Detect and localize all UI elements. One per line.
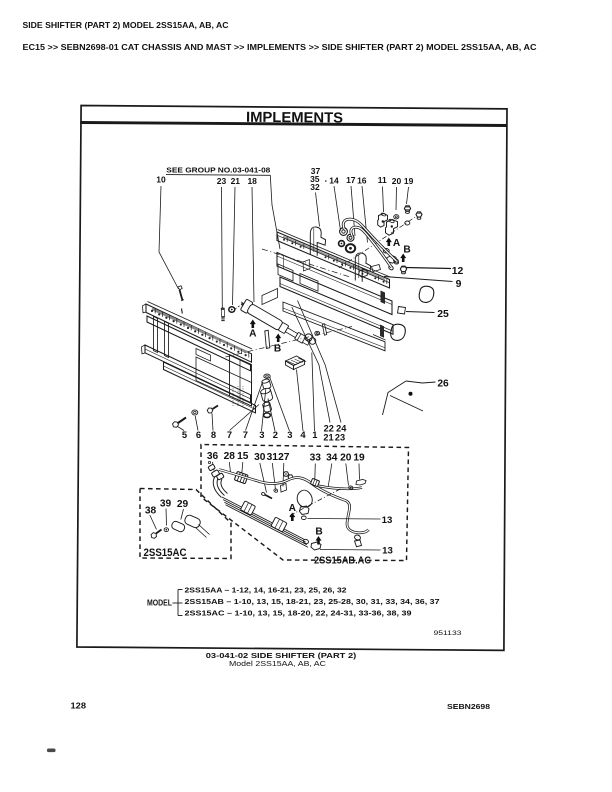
svg-text:7: 7 bbox=[243, 429, 248, 440]
svg-text:6: 6 bbox=[196, 429, 201, 440]
svg-text:2SS15AC: 2SS15AC bbox=[144, 547, 187, 559]
svg-text:13: 13 bbox=[382, 515, 393, 526]
svg-text:18: 18 bbox=[247, 176, 257, 186]
svg-text:20: 20 bbox=[340, 453, 352, 464]
svg-text:30: 30 bbox=[254, 452, 266, 463]
svg-text:9: 9 bbox=[456, 279, 462, 290]
svg-text:2SS15AB.AC: 2SS15AB.AC bbox=[314, 556, 371, 567]
svg-text:33: 33 bbox=[310, 453, 322, 464]
svg-text:29: 29 bbox=[177, 499, 189, 510]
svg-text:2: 2 bbox=[273, 429, 278, 440]
svg-text:A: A bbox=[289, 503, 297, 514]
svg-text:39: 39 bbox=[160, 499, 172, 510]
svg-text:IMPLEMENTS: IMPLEMENTS bbox=[246, 110, 343, 127]
svg-text:23: 23 bbox=[335, 433, 345, 443]
svg-text:16: 16 bbox=[357, 175, 367, 185]
svg-text:25: 25 bbox=[437, 309, 449, 320]
svg-text:37: 37 bbox=[311, 166, 321, 176]
svg-text:951133: 951133 bbox=[434, 630, 462, 637]
svg-text:22: 22 bbox=[324, 424, 334, 434]
svg-text:20: 20 bbox=[392, 176, 402, 186]
svg-text:17: 17 bbox=[346, 175, 356, 185]
svg-text:EC15 >> SEBN2698-01 CAT CHASSI: EC15 >> SEBN2698-01 CAT CHASSIS AND MAST… bbox=[23, 42, 537, 52]
svg-text:21: 21 bbox=[323, 433, 333, 443]
svg-text:1: 1 bbox=[312, 429, 317, 440]
svg-text:SIDE SHIFTER (PART 2) MODEL 2S: SIDE SHIFTER (PART 2) MODEL 2SS15AA, AB,… bbox=[23, 20, 229, 30]
svg-text:03-041-02 SIDE SHIFTER (PART 2: 03-041-02 SIDE SHIFTER (PART 2) bbox=[206, 651, 357, 660]
svg-text:26: 26 bbox=[437, 379, 449, 390]
svg-text:2SS15AA – 1-12, 14, 16-21, 23,: 2SS15AA – 1-12, 14, 16-21, 23, 25, 26, 3… bbox=[185, 586, 347, 595]
svg-text:7: 7 bbox=[227, 429, 232, 440]
svg-text:3: 3 bbox=[287, 429, 292, 440]
svg-text:13: 13 bbox=[382, 545, 393, 556]
svg-text:32: 32 bbox=[310, 182, 320, 192]
svg-text:11: 11 bbox=[378, 175, 387, 185]
svg-text:24: 24 bbox=[336, 424, 347, 434]
svg-text:SEE GROUP NO.03-041-08: SEE GROUP NO.03-041-08 bbox=[166, 165, 270, 174]
svg-text:2SS15AB – 1-10, 13, 15, 18-21,: 2SS15AB – 1-10, 13, 15, 18-21, 23, 25-28… bbox=[185, 597, 440, 606]
svg-text:19: 19 bbox=[353, 453, 365, 464]
svg-text:Model 2SS15AA, AB, AC: Model 2SS15AA, AB, AC bbox=[229, 659, 327, 668]
svg-text:27: 27 bbox=[278, 452, 290, 463]
svg-text:19: 19 bbox=[404, 176, 414, 186]
svg-text:34: 34 bbox=[326, 453, 338, 464]
svg-text:38: 38 bbox=[145, 506, 157, 517]
svg-text:B: B bbox=[403, 244, 410, 255]
svg-text:14: 14 bbox=[329, 175, 339, 185]
svg-text:A: A bbox=[249, 328, 257, 339]
svg-text:8: 8 bbox=[211, 429, 216, 440]
svg-text:B: B bbox=[274, 343, 281, 354]
svg-text:SEBN2698: SEBN2698 bbox=[447, 702, 490, 711]
svg-text:21: 21 bbox=[231, 176, 241, 186]
svg-text:3: 3 bbox=[259, 429, 264, 440]
svg-text:2SS15AC – 1-10, 13, 15, 18-20,: 2SS15AC – 1-10, 13, 15, 18-20, 22, 24-31… bbox=[185, 609, 412, 618]
svg-text:5: 5 bbox=[182, 429, 187, 440]
svg-text:23: 23 bbox=[217, 176, 227, 186]
svg-text:36: 36 bbox=[207, 451, 219, 462]
svg-text:B: B bbox=[315, 526, 322, 537]
svg-text:12: 12 bbox=[452, 266, 464, 277]
svg-text:A: A bbox=[393, 238, 401, 249]
svg-text:10: 10 bbox=[156, 174, 166, 184]
svg-text:28: 28 bbox=[224, 451, 236, 462]
svg-text:MODEL: MODEL bbox=[147, 599, 172, 608]
svg-text:15: 15 bbox=[237, 451, 249, 462]
svg-text:31: 31 bbox=[267, 452, 279, 463]
svg-text:128: 128 bbox=[71, 701, 87, 711]
svg-text:35: 35 bbox=[310, 174, 320, 184]
svg-text:4: 4 bbox=[300, 429, 306, 440]
